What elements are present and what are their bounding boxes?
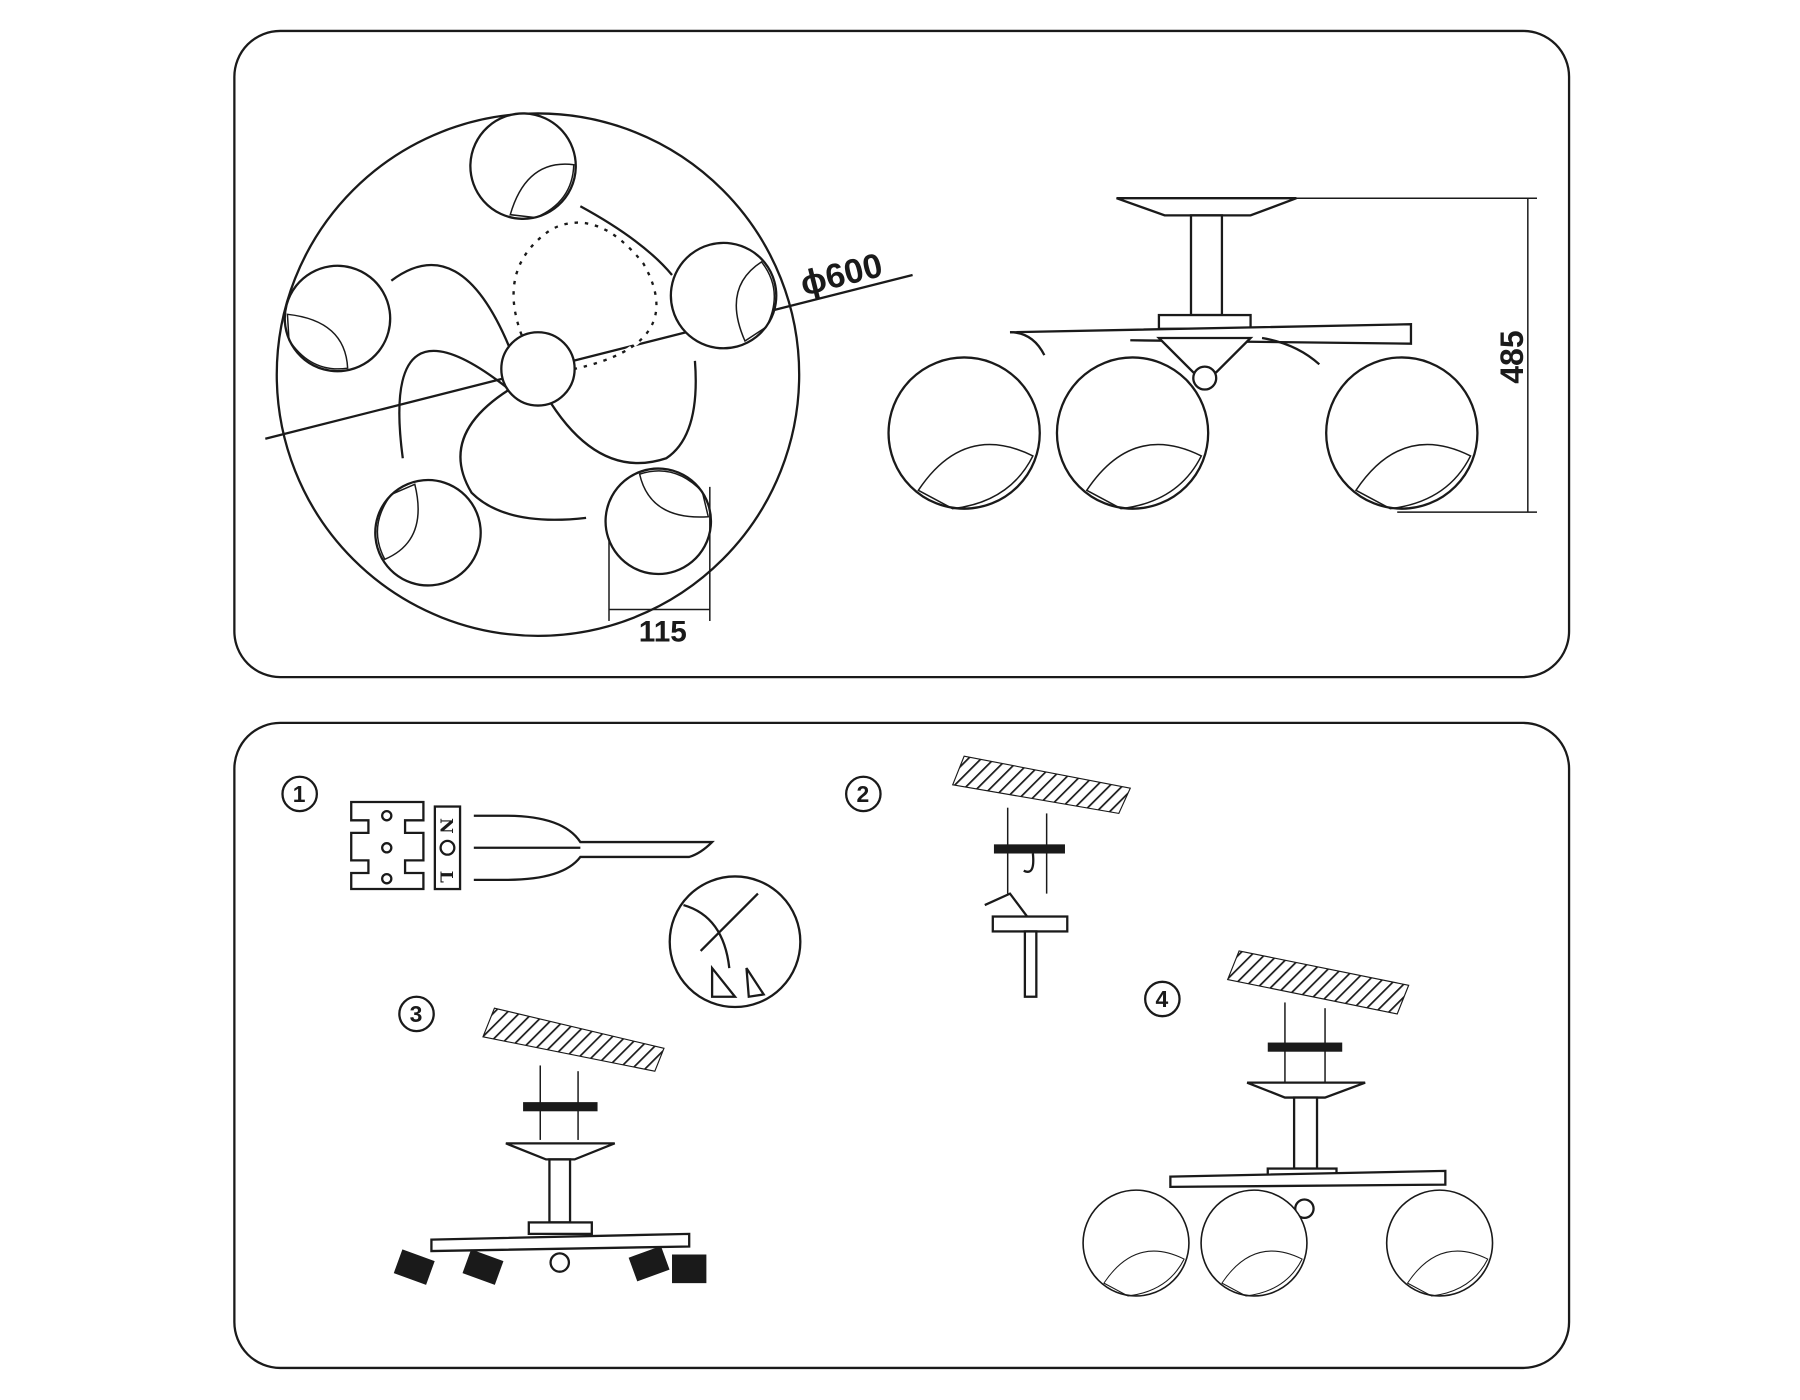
diameter-label: ϕ600 [797,246,887,303]
dimensions-panel [233,29,1571,679]
terminal-n: N [436,818,456,834]
step-4: 4 [1082,950,1494,1297]
installation-panel [233,721,1571,1370]
step-1: 1 N L [281,775,802,1009]
earth-icon [439,839,456,856]
terminal-l: L [436,871,456,883]
height-label: 485 [1494,330,1530,384]
side-view: 485 [887,197,1537,513]
shade-width-label: 115 [639,616,687,649]
step-2: 2 [845,755,1132,998]
top-view: ϕ600 115 [264,97,913,649]
step-3-number: 3 [410,1001,423,1027]
step-3: 3 [393,995,707,1285]
step-2-number: 2 [856,781,869,807]
terminal-block [433,805,462,891]
step-4-number: 4 [1155,986,1168,1012]
step-1-number: 1 [293,781,306,807]
